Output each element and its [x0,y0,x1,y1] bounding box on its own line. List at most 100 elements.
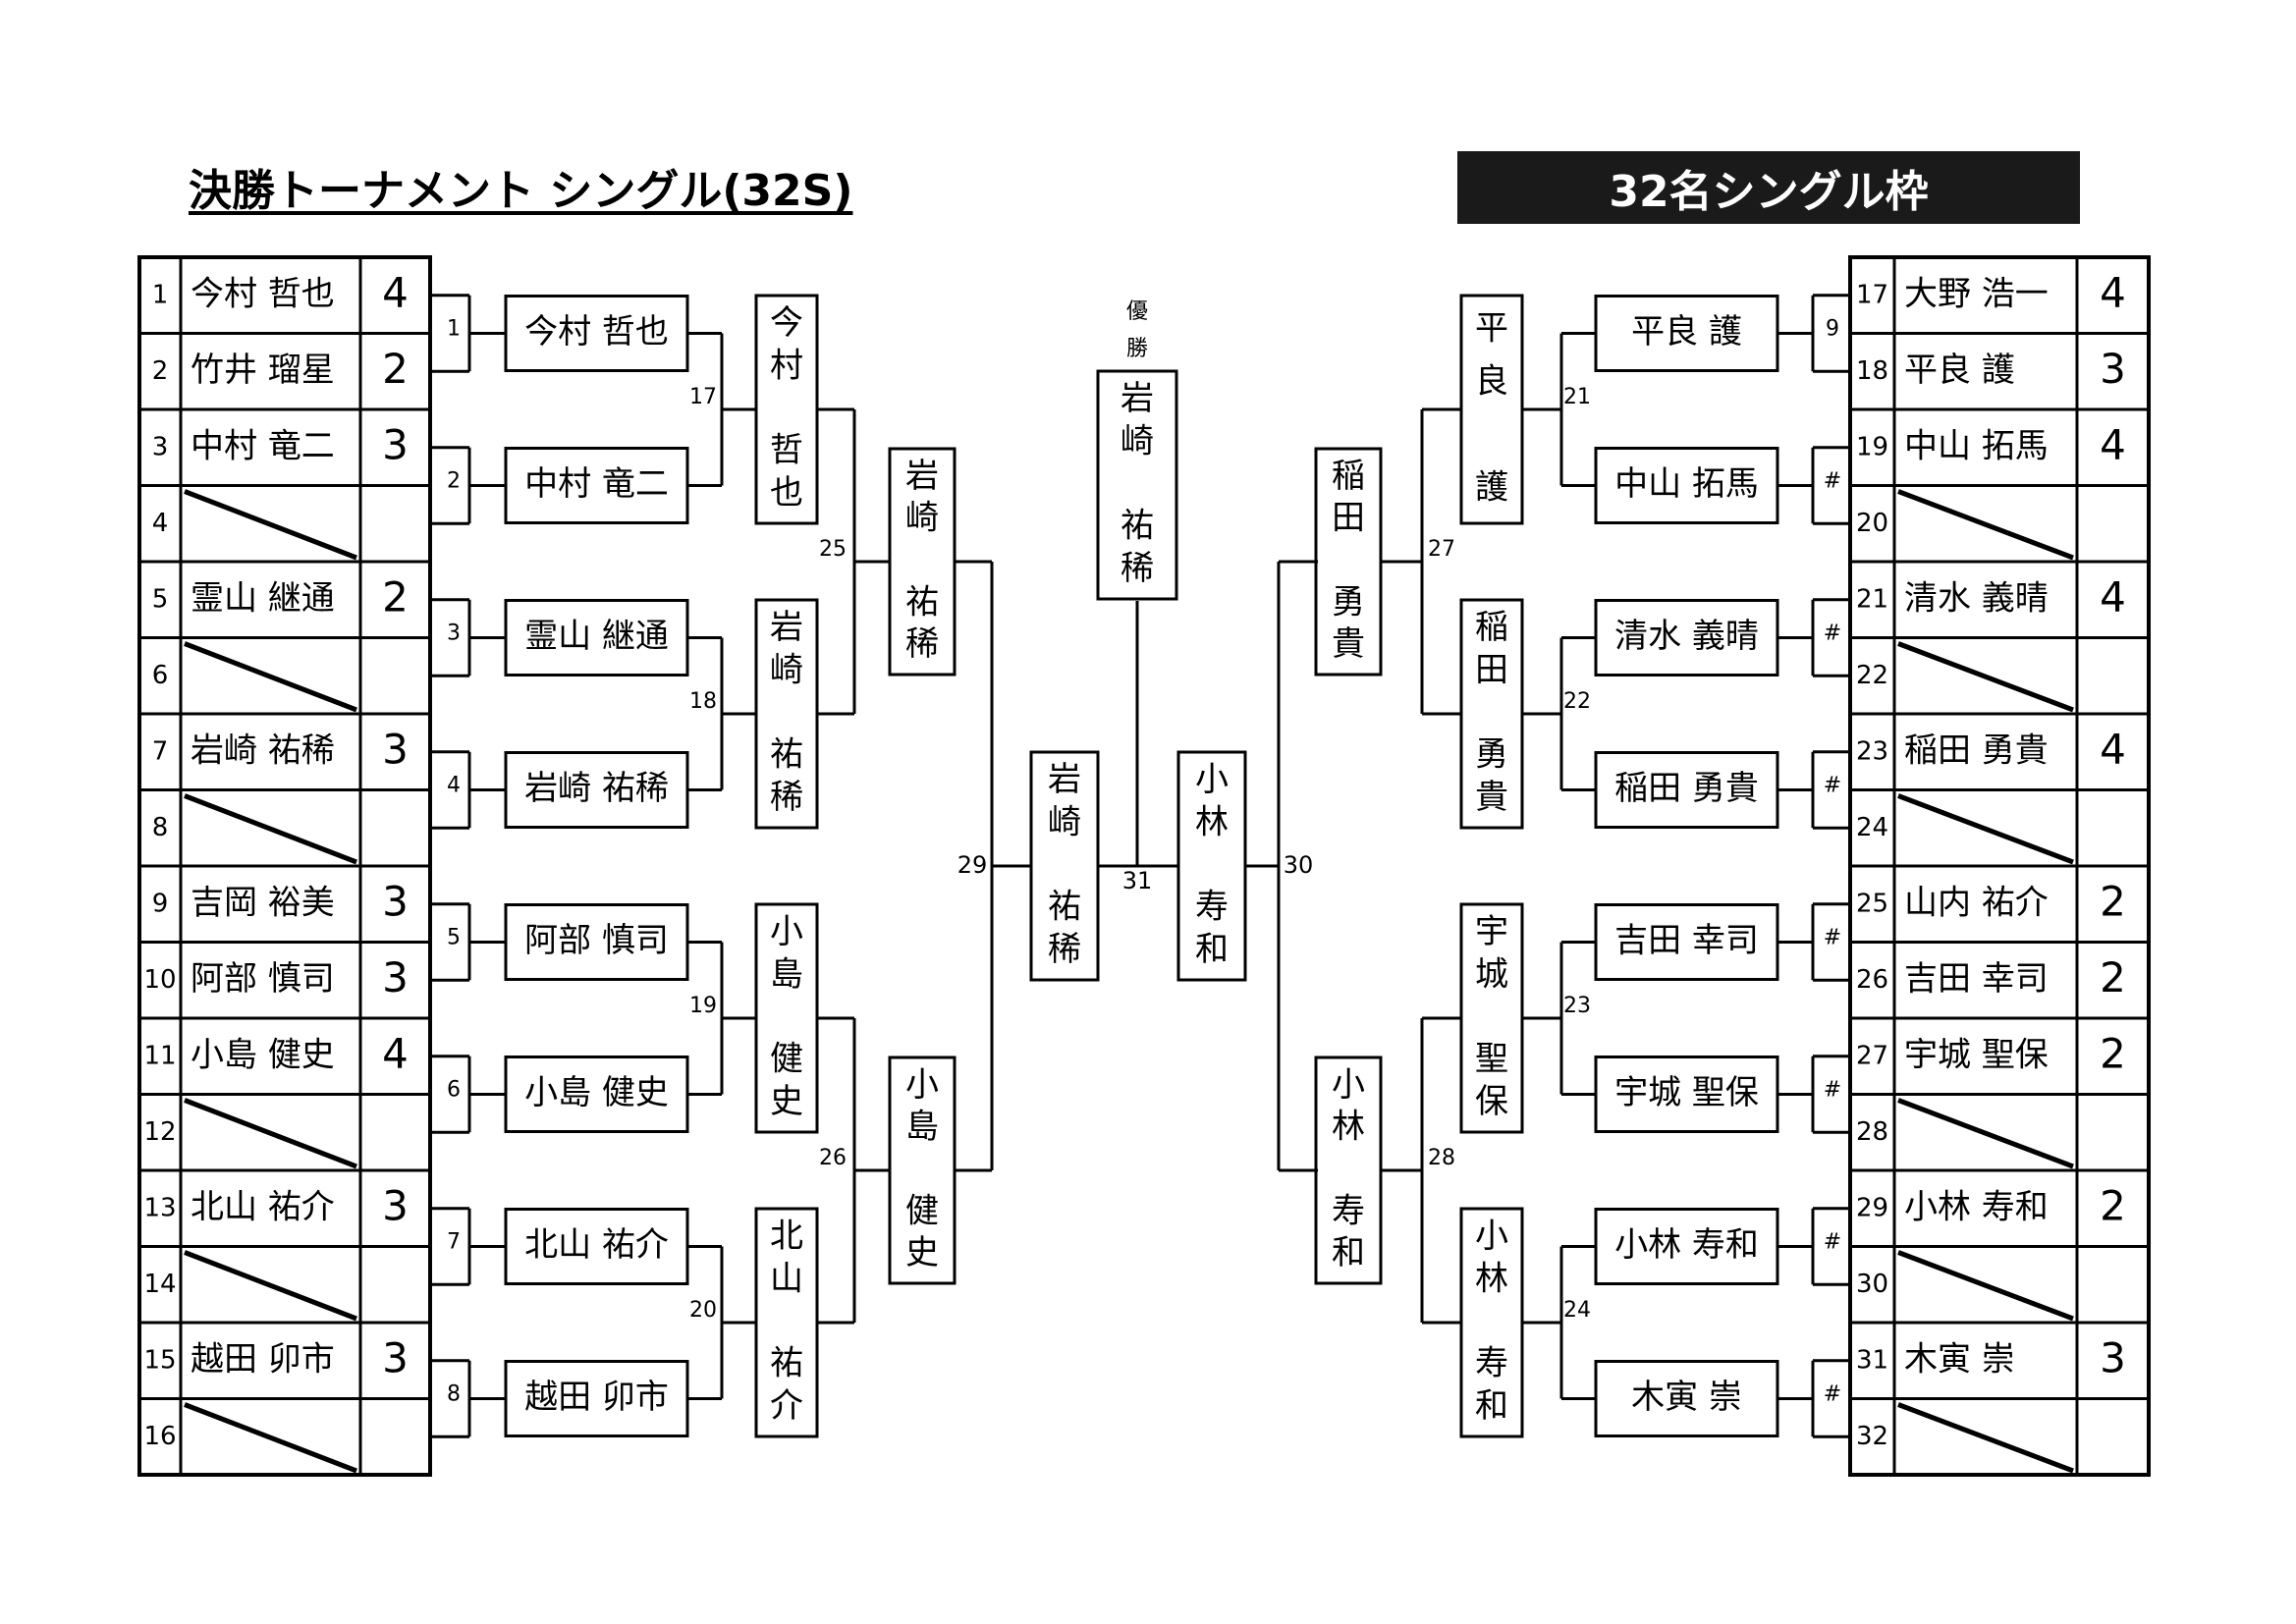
entry-number: 21 [1856,584,1888,614]
vertical-name-char: 崎 [1048,802,1081,841]
vertical-name-char: 史 [905,1233,939,1272]
entry-score: 2 [382,572,409,621]
entry-score: 4 [2100,725,2126,773]
bye-slash [1897,1402,2074,1474]
vertical-name-char: 稀 [1121,549,1154,588]
entry-number: 9 [152,889,169,918]
entry-number: 20 [1856,509,1888,538]
entry-number: 27 [1856,1041,1888,1070]
match-number: 4 [447,774,461,798]
vertical-name-char: 貴 [1475,778,1508,817]
round1-winner-name: 清水 義晴 [1614,617,1759,656]
bye-slash [1897,641,2074,713]
entry-name: 岩崎 祐稀 [191,731,335,770]
vertical-name-char: 介 [770,1386,803,1426]
entry-score: 3 [382,1333,409,1381]
round1-winner-name: 今村 哲也 [524,312,669,352]
vertical-name-char: 哲 [770,431,803,470]
round1-winner-name: 稲田 勇貴 [1614,769,1759,808]
entry-name: 小島 健史 [191,1035,335,1074]
entry-number: 15 [143,1345,176,1375]
bye-slash [184,1250,357,1322]
match-number: 28 [1428,1146,1455,1170]
round1-winner-name: 越田 卯市 [524,1378,669,1417]
entry-score: 4 [2100,420,2126,468]
bye-slash [184,489,357,561]
entry-number: 13 [143,1193,176,1222]
entry-score: 4 [2100,268,2126,316]
entry-number: 12 [143,1117,176,1147]
entry-score: 2 [2100,1029,2126,1077]
entry-number: 25 [1856,889,1888,918]
round2-winner-box [1459,902,1524,1134]
entry-number: 32 [1856,1422,1888,1451]
entry-number: 19 [1856,432,1888,461]
vertical-name-char: 寿 [1332,1191,1365,1230]
round1-winner-name: 霊山 継通 [524,617,669,656]
match-number: 1 [447,317,461,342]
entry-name: 越田 卯市 [191,1339,335,1379]
vertical-name-char: 岩 [1121,379,1154,418]
vertical-name-char: 貴 [1332,624,1365,664]
match-number: 20 [689,1298,717,1323]
entry-score: 3 [2100,1333,2126,1381]
entry-number: 2 [152,356,169,386]
vertical-name-char: 城 [1475,954,1508,994]
round2-winner-name: 平良護 [1475,309,1508,508]
vertical-name-char: 小 [1332,1065,1365,1105]
vertical-name-char: 岩 [905,457,939,496]
round2-winner-box [754,1207,819,1438]
entry-score: 2 [2100,1181,2126,1229]
entry-name: 宇城 聖保 [1904,1035,2049,1074]
vertical-name-char: 稀 [1048,930,1081,969]
entry-number: 7 [152,736,169,766]
entry-name: 今村 哲也 [191,274,335,313]
vertical-name-char: 也 [770,473,803,513]
round2-winner-box [754,902,819,1134]
entry-number: 4 [152,509,169,538]
entry-number: 26 [1856,965,1888,995]
vertical-name-char: 小 [905,1065,939,1105]
vertical-name-char: 史 [770,1082,803,1121]
vertical-name-char: 祐 [770,1344,803,1383]
vertical-name-char: 村 [770,346,803,385]
vertical-name-char: 稀 [905,624,939,664]
entry-score: 4 [382,268,409,316]
entry-number: 5 [152,584,169,614]
entry-score: 4 [382,1029,409,1077]
match-number: # [1824,1078,1841,1103]
bye-slash [1897,1250,2074,1322]
entry-number: 31 [1856,1345,1888,1375]
entry-score: 3 [382,877,409,925]
entry-number: 6 [152,661,169,690]
round1-winner-name: 阿部 慎司 [524,921,669,960]
entry-score: 3 [2100,345,2126,393]
vertical-name-char: 島 [905,1108,939,1147]
entry-name: 山内 祐介 [1904,883,2049,922]
round2-winner-box [754,598,819,830]
entry-name: 中山 拓馬 [1904,426,2049,465]
round2-winner-box [1459,294,1524,525]
match-number: 7 [447,1230,461,1255]
round1-winner-name: 小林 寿和 [1614,1225,1759,1265]
entry-name: 稲田 勇貴 [1904,731,2049,770]
vertical-name-char: 寿 [1195,888,1229,927]
match-number: # [1824,622,1841,646]
round1-winner-name: 木寅 崇 [1631,1378,1742,1417]
vertical-name-char: 稲 [1475,608,1508,647]
vertical-name-char: 祐 [1048,888,1081,927]
champion-box [1096,369,1178,601]
entry-name: 小林 寿和 [1904,1187,2049,1226]
entry-name: 吉岡 裕美 [191,883,335,922]
entry-name: 木寅 崇 [1904,1339,2015,1379]
match-number: 19 [689,994,717,1018]
